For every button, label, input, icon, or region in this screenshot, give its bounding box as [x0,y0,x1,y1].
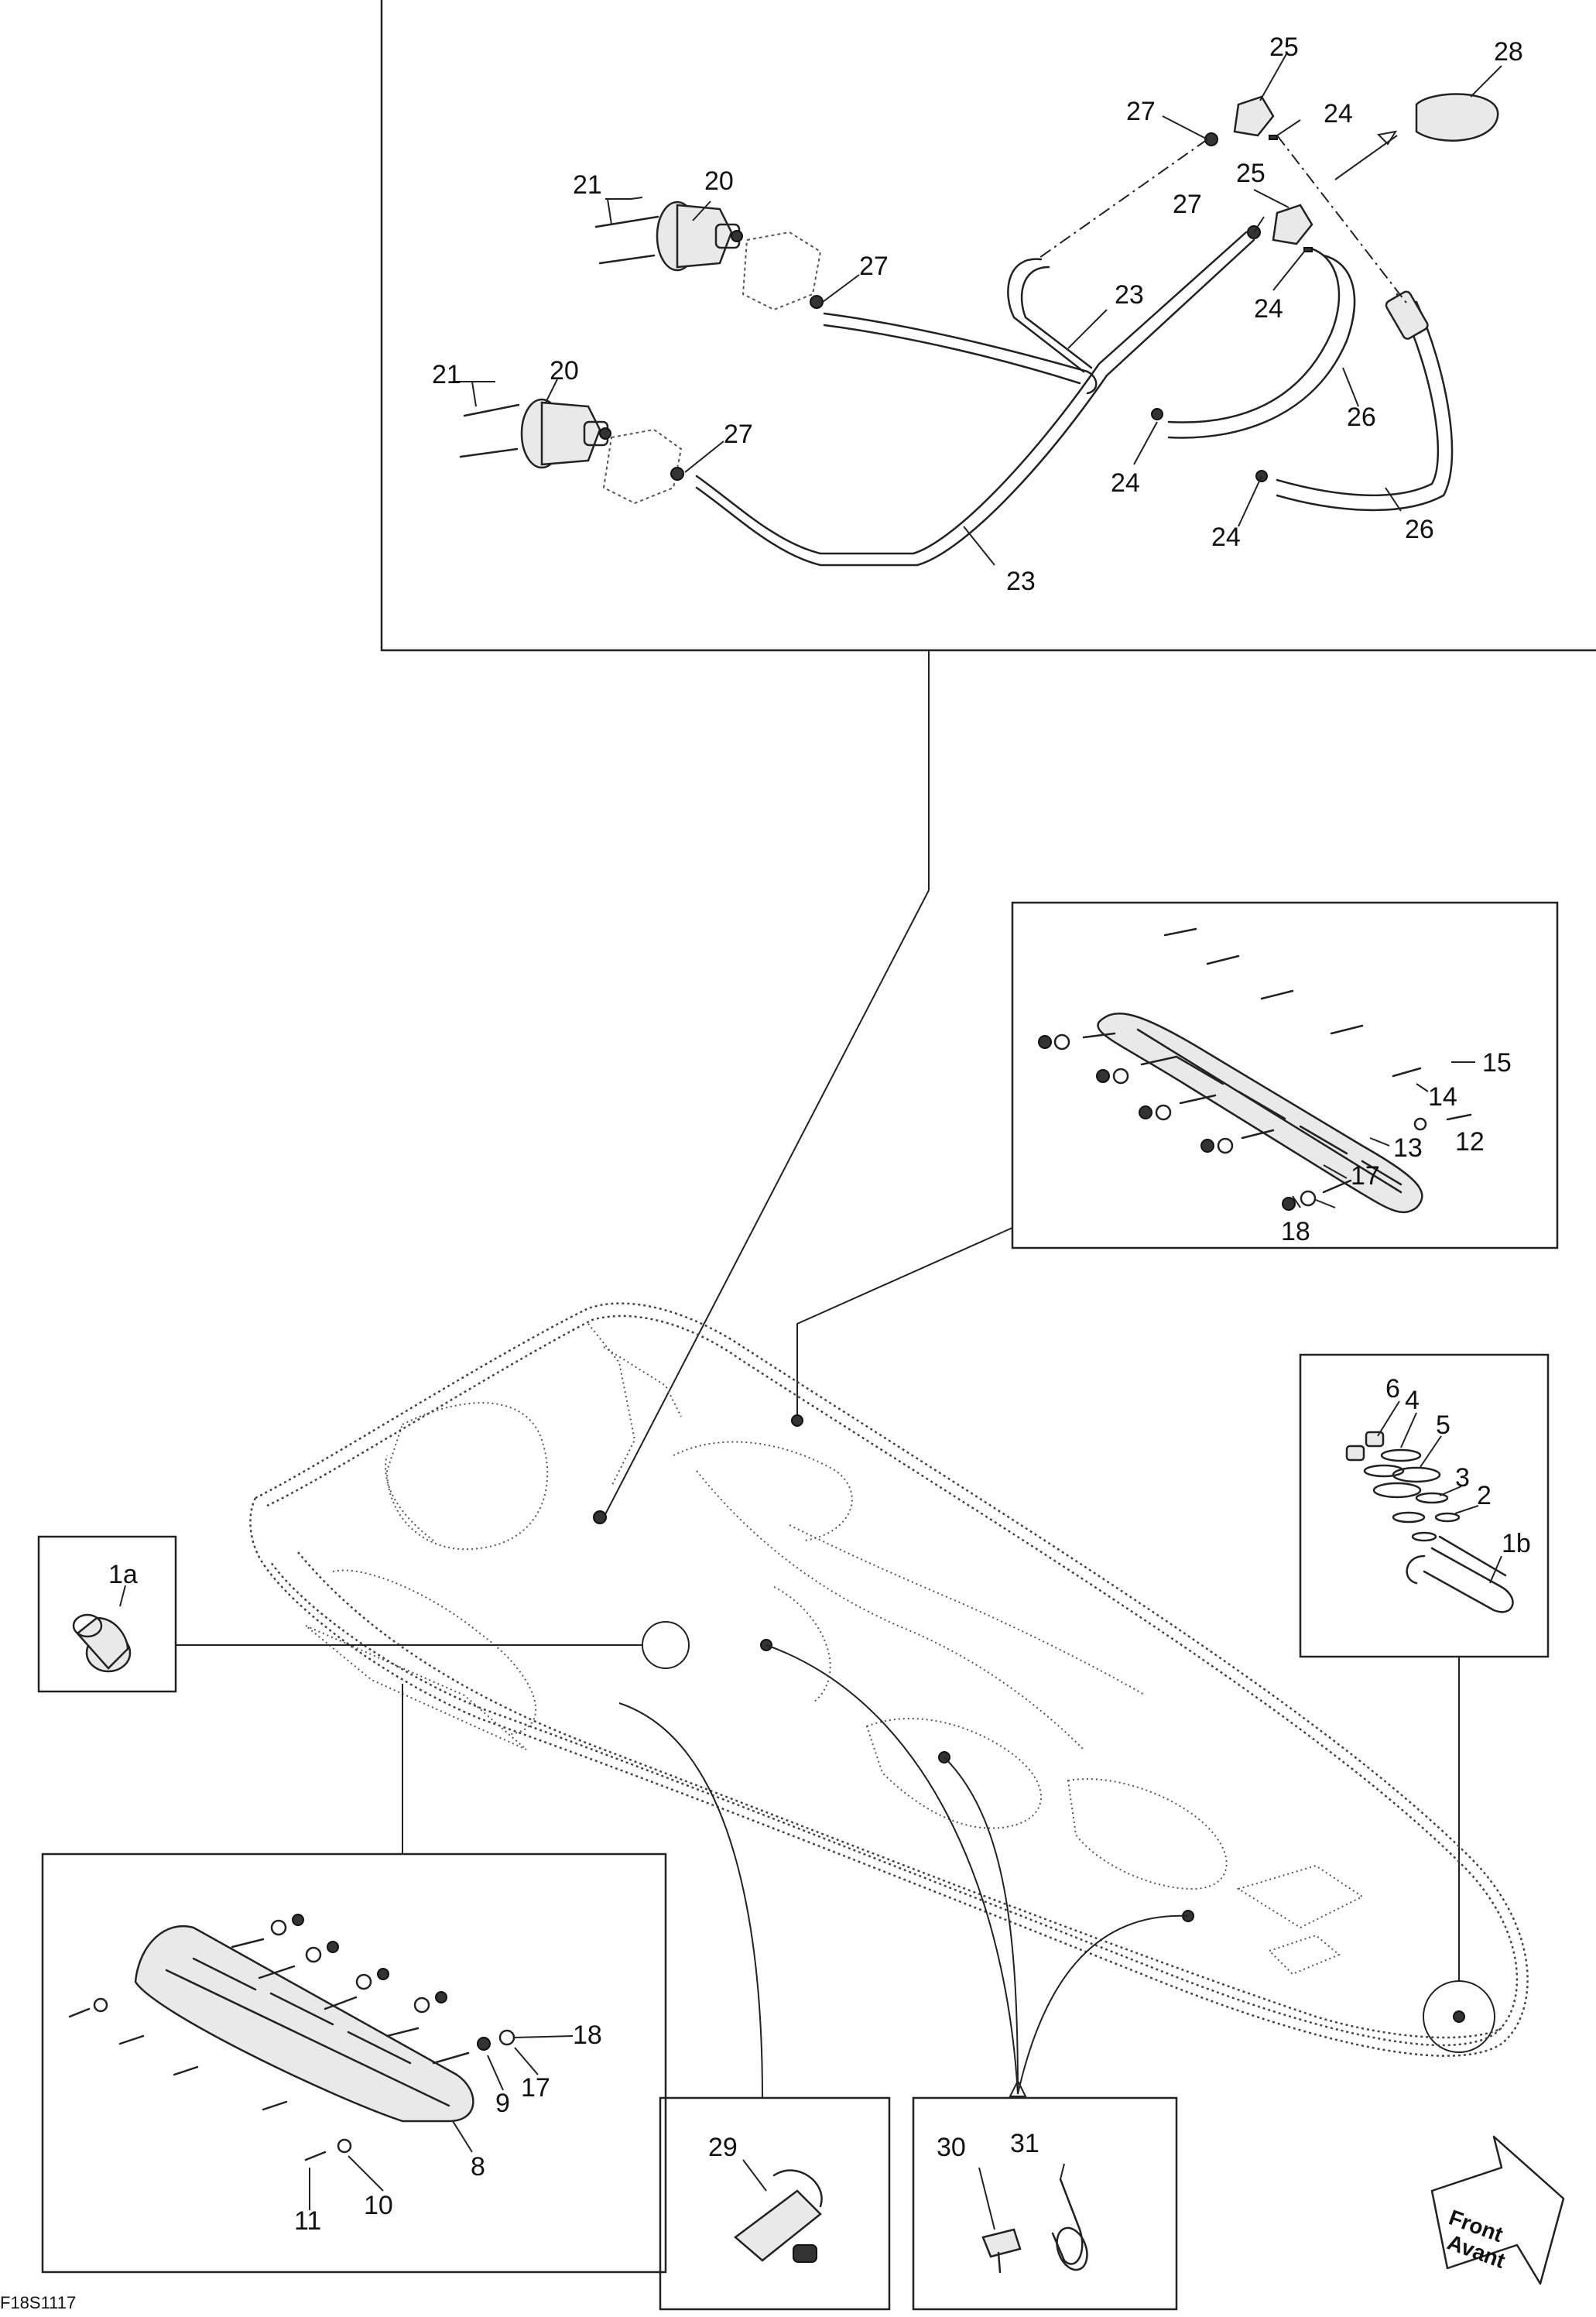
callout-29: 29 [708,2133,738,2162]
callout-21b: 21 [432,360,461,389]
callout-9: 9 [495,2089,510,2118]
callout-4: 4 [1405,1386,1420,1415]
callout-27d: 27 [724,420,753,449]
callout-24d: 24 [1211,523,1241,552]
ubolt-panel: 6 4 5 3 2 1b [1299,1353,1550,2053]
grab-handle-panel: 15 14 12 13 17 18 [796,901,1559,1417]
callout-27a: 27 [1126,97,1156,126]
fastener-panel: 30 31 [765,1644,1189,2311]
footrest-panel: 18 17 9 8 10 11 [41,1684,667,2274]
callout-17a: 17 [1351,1161,1380,1191]
watercraft-hull [249,1302,1529,2057]
pump-upper [594,201,822,311]
pump-lower [459,398,683,505]
handle-hardware [1038,927,1472,1211]
callout-20b: 20 [550,356,579,386]
callout-28: 28 [1494,37,1523,67]
callout-26b: 26 [1405,515,1434,544]
callout-1b: 1b [1502,1529,1531,1558]
callout-1a: 1a [108,1560,138,1589]
callout-20a: 20 [704,166,734,196]
callout-31: 31 [1010,2129,1039,2158]
callout-18a: 18 [1281,1217,1310,1246]
callout-5: 5 [1436,1410,1450,1440]
callout-6: 6 [1385,1374,1400,1404]
callout-15: 15 [1482,1048,1512,1078]
callout-27b: 27 [1173,190,1202,219]
callout-12: 12 [1455,1127,1485,1157]
callout-24a: 24 [1324,99,1353,129]
clip-panel: 29 [618,1702,891,2311]
callout-21a: 21 [573,170,602,200]
callout-14: 14 [1428,1082,1457,1112]
callout-24b: 24 [1254,294,1283,324]
footrest-hardware [68,1914,515,2161]
callout-26a: 26 [1347,403,1376,432]
callout-23a: 23 [1115,280,1144,310]
ubolt-parts [1345,1431,1514,1613]
hose-detail-panel: 25 28 27 24 21 20 25 27 27 23 24 21 20 2… [380,0,1596,1518]
callout-10: 10 [364,2191,393,2220]
callout-25b: 25 [1236,159,1265,188]
callout-17b: 17 [521,2073,550,2103]
callout-24c: 24 [1111,468,1140,498]
callout-2: 2 [1477,1481,1492,1510]
callout-13: 13 [1393,1133,1423,1163]
callout-3: 3 [1455,1463,1470,1493]
front-direction-arrow[interactable]: Front Avant [1430,2135,1565,2285]
plug-panel: 1a [37,1535,642,1693]
callout-18b: 18 [573,2021,602,2050]
callout-30: 30 [937,2133,966,2162]
callout-23b: 23 [1006,567,1036,596]
callout-11: 11 [294,2206,321,2236]
top-leaders [453,52,1502,1518]
callout-8: 8 [471,2152,485,2182]
callout-27c: 27 [859,252,889,281]
reference-code: F18S1117 [0,2293,76,2312]
hoses [695,231,1454,567]
fittings [670,93,1499,482]
callout-25a: 25 [1269,33,1299,62]
